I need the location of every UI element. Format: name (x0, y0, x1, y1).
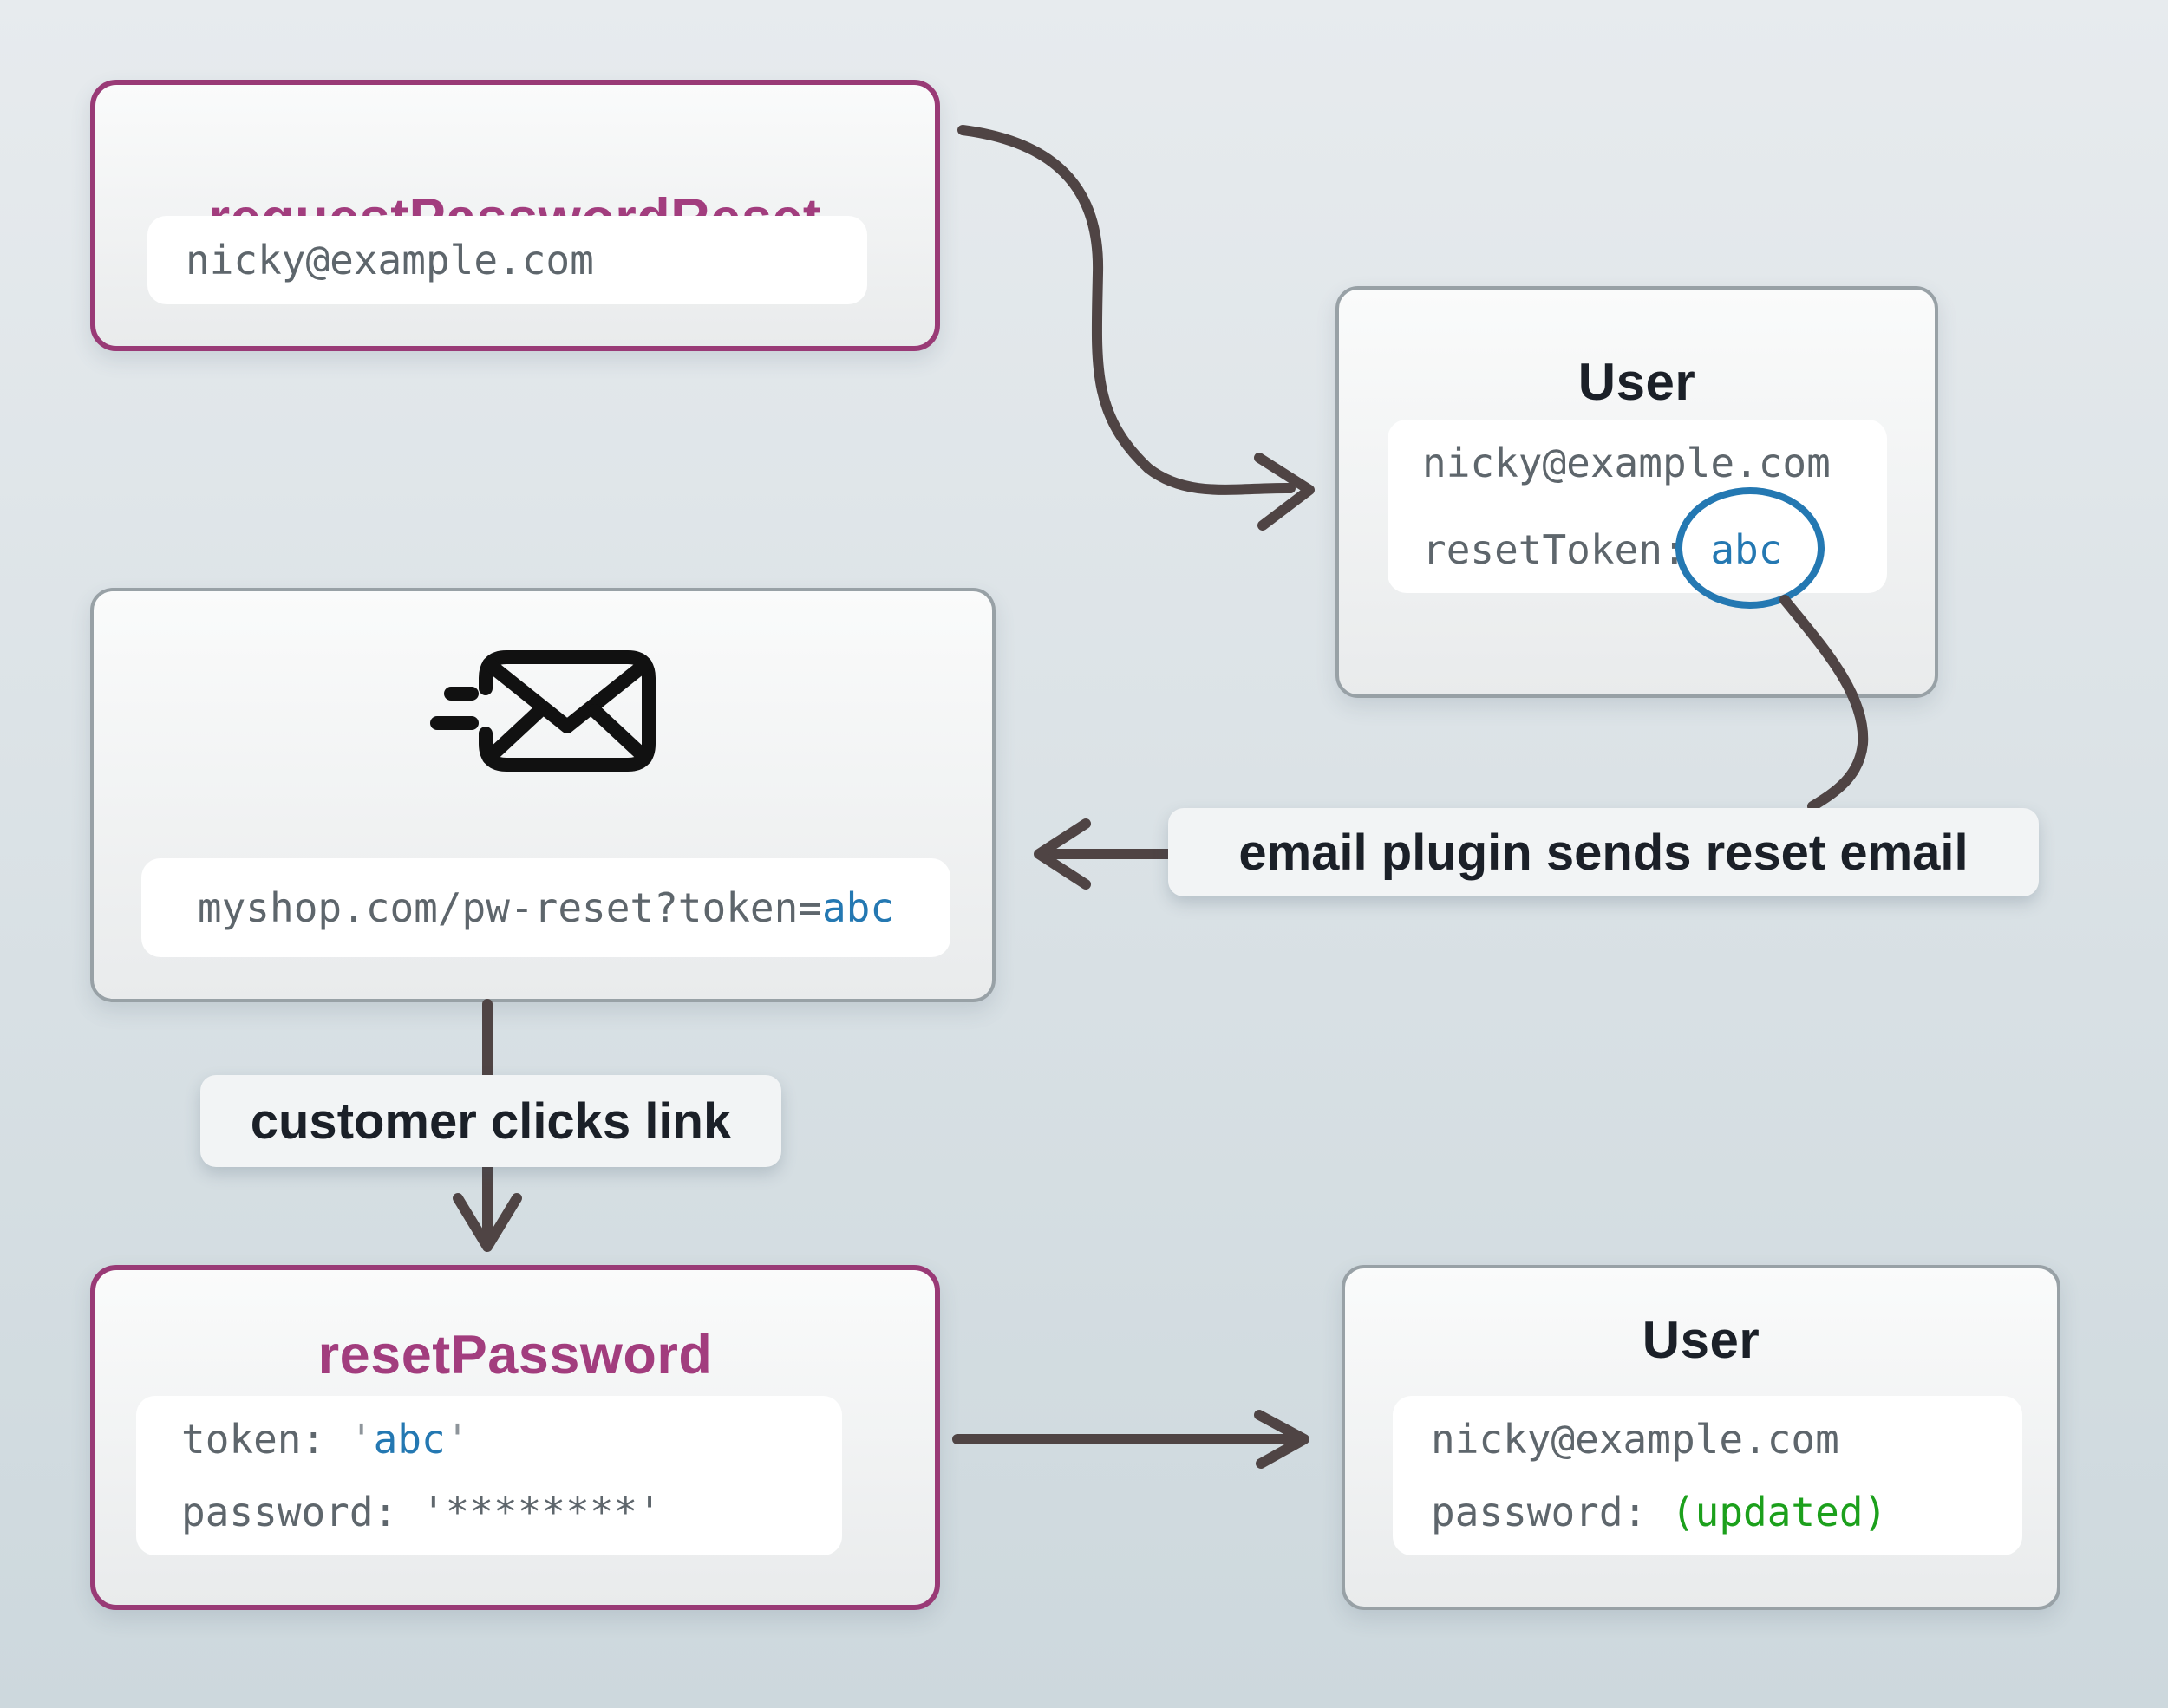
password-updated-label: password: (1431, 1489, 1671, 1535)
user-email-value: nicky@example.com (1422, 440, 1831, 486)
arrow-label-to-email (1034, 818, 1176, 890)
request-email-field: nicky@example.com (147, 216, 867, 304)
user-card-top-title: User (1577, 353, 1696, 411)
user-record-panel-bottom: nicky@example.com password: (updated) (1393, 1396, 2022, 1555)
token-param-line: token: 'abc' (181, 1416, 470, 1463)
password-param-line: password: '********' (181, 1476, 842, 1548)
password-updated-value: (updated) (1670, 1489, 1888, 1535)
request-email-value: nicky@example.com (186, 237, 594, 284)
email-card: myshop.com/pw-reset?token=abc (90, 588, 996, 1002)
reset-url-token: abc (821, 884, 895, 931)
annotation-customer-clicks: customer clicks link (200, 1075, 781, 1167)
user-card-top: User nicky@example.com resetToken: abc (1335, 286, 1938, 698)
email-send-icon (430, 650, 656, 772)
reset-token-label: resetToken: (1422, 526, 1687, 573)
password-param-label: password: (181, 1489, 421, 1535)
token-param-label: token: (181, 1416, 349, 1463)
reset-token-value: abc (1710, 526, 1783, 573)
reset-url-value: myshop.com/pw-reset?token=abc (198, 884, 894, 931)
annotation-email-plugin: email plugin sends reset email (1168, 808, 2039, 896)
password-updated-line: password: (updated) (1431, 1476, 2022, 1548)
arrow-reset-to-user (952, 1410, 1309, 1469)
reset-token-line: resetToken: abc (1422, 506, 1887, 593)
user-record-panel-top: nicky@example.com resetToken: abc (1388, 420, 1887, 593)
request-password-reset-card: requestPasswordReset nicky@example.com (90, 80, 940, 351)
user-card-bottom-title: User (1642, 1311, 1760, 1369)
reset-password-card: resetPassword token: 'abc' password: '**… (90, 1265, 940, 1610)
reset-password-title: resetPassword (317, 1325, 713, 1385)
reset-params-panel: token: 'abc' password: '********' (136, 1396, 842, 1555)
password-param-value: '********' (421, 1489, 662, 1535)
user-email-value-bottom: nicky@example.com (1431, 1416, 1839, 1463)
token-param-value: abc (373, 1416, 446, 1463)
user-card-bottom: User nicky@example.com password: (update… (1342, 1265, 2060, 1610)
reset-url-panel: myshop.com/pw-reset?token=abc (141, 858, 950, 957)
reset-url-prefix: myshop.com/pw-reset?token= (197, 884, 822, 931)
arrow-request-to-user (957, 125, 1315, 531)
